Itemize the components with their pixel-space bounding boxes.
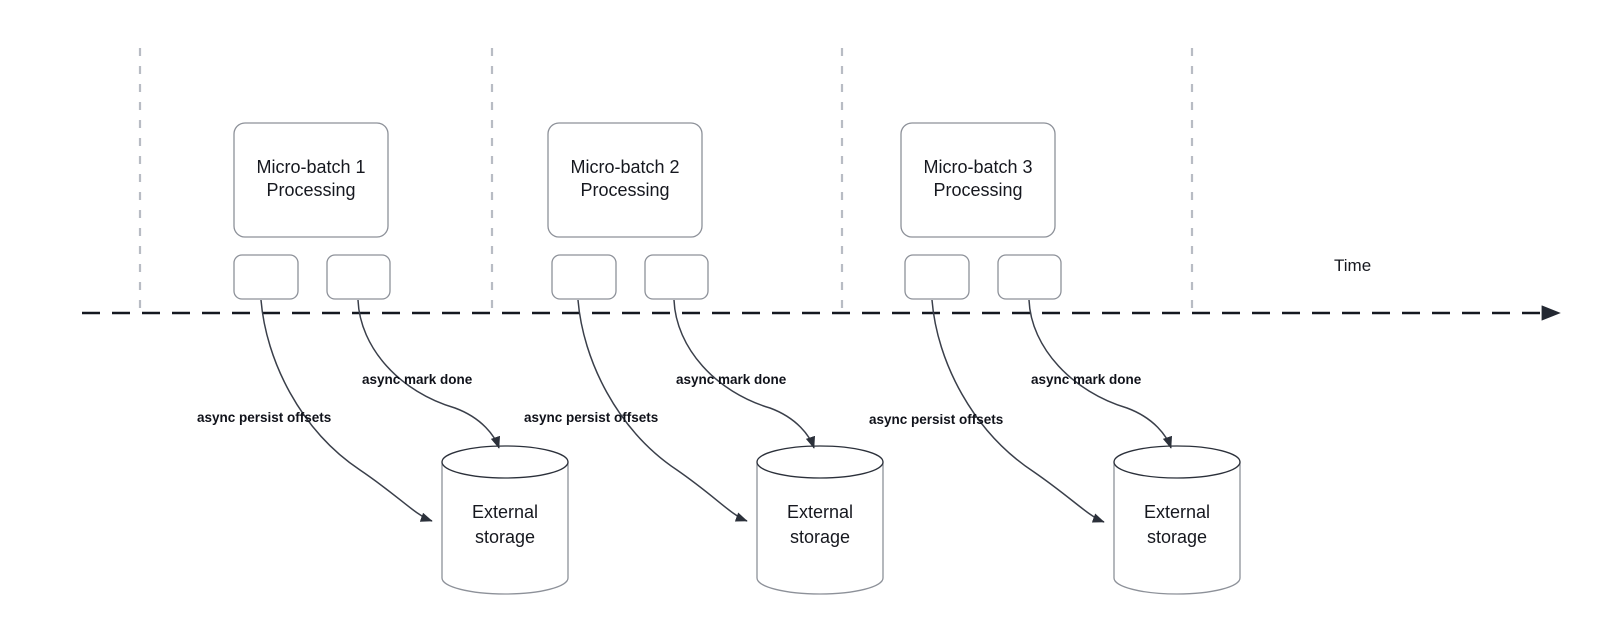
storage-top-3	[1113, 445, 1241, 479]
time-axis-label: Time	[1334, 256, 1372, 275]
edge-curve-1-1	[260, 299, 433, 522]
task-slot-3-1[interactable]	[904, 254, 970, 300]
storage-top-2	[756, 445, 884, 479]
edge-label-2-2: async mark done	[676, 372, 787, 387]
task-slot-1-2[interactable]	[326, 254, 391, 300]
edge-curve-3-2	[1028, 299, 1172, 449]
processing-box-2[interactable]	[547, 122, 703, 238]
external-storage-label-3: External storage	[1143, 502, 1211, 547]
edge-label-1-2: async mark done	[362, 372, 473, 387]
storage-body-3	[1113, 461, 1241, 595]
edge-label-1-1: async persist offsets	[197, 410, 332, 425]
external-storage-2[interactable]	[756, 445, 884, 595]
edge-curve-2-2	[673, 299, 815, 449]
storage-top-1	[441, 445, 569, 479]
task-slot-3-2[interactable]	[997, 254, 1062, 300]
edge-label-3-2: async mark done	[1031, 372, 1142, 387]
edge-label-2-1: async persist offsets	[524, 410, 659, 425]
edge-curve-3-1	[931, 299, 1105, 523]
external-storage-1[interactable]	[441, 445, 569, 595]
edge-curve-1-2	[357, 299, 500, 449]
task-slot-1-1[interactable]	[233, 254, 299, 300]
external-storage-3[interactable]	[1113, 445, 1241, 595]
edge-curves	[260, 299, 1172, 523]
edge-label-3-1: async persist offsets	[869, 412, 1004, 427]
task-slot-2-2[interactable]	[644, 254, 709, 300]
task-slot-2-1[interactable]	[551, 254, 617, 300]
storage-body-2	[756, 461, 884, 595]
external-storage-label-2: External storage	[786, 502, 854, 547]
processing-box-1[interactable]	[233, 122, 389, 238]
timeline-tick-lines	[138, 48, 1194, 313]
batch-shapes	[233, 122, 1241, 595]
storage-body-1	[441, 461, 569, 595]
processing-box-3[interactable]	[900, 122, 1056, 238]
external-storage-label-1: External storage	[471, 502, 539, 547]
edge-curve-2-1	[577, 299, 748, 522]
